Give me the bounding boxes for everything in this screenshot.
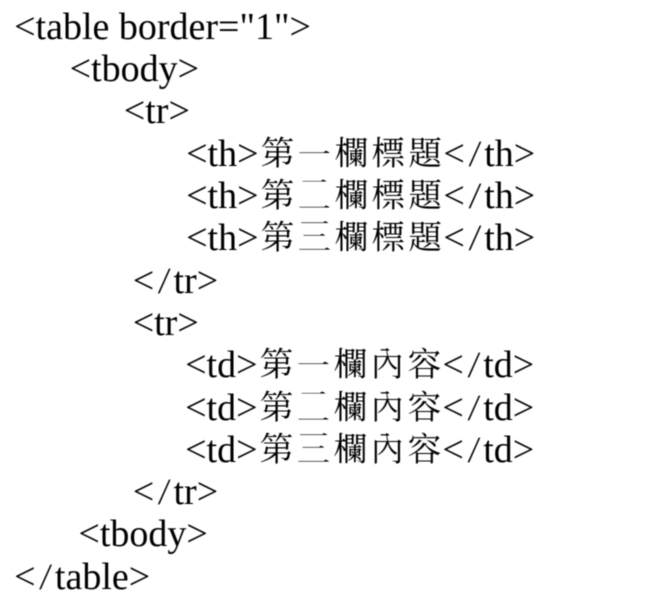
code-line-14: </table> — [14, 544, 151, 600]
code-line-4: <th>第一欄標題</th> — [186, 121, 536, 177]
code-line-13: <tbody> — [78, 502, 208, 558]
code-line-3: <tr> — [123, 79, 190, 135]
code-line-12: </tr> — [132, 460, 219, 516]
code-line-7: </tr> — [132, 248, 219, 304]
code-line-10: <td>第二欄內容</td> — [185, 375, 535, 431]
code-line-6: <th>第三欄標題</th> — [186, 206, 536, 262]
code-line-1: <table border="1"> — [14, 0, 311, 50]
code-line-11: <td>第三欄內容</td> — [185, 417, 535, 473]
code-line-8: <tr> — [132, 290, 199, 346]
code-line-2: <tbody> — [69, 37, 200, 93]
code-line-9: <td>第一欄內容</td> — [185, 333, 535, 389]
code-line-5: <th>第二欄標題</th> — [186, 164, 536, 220]
